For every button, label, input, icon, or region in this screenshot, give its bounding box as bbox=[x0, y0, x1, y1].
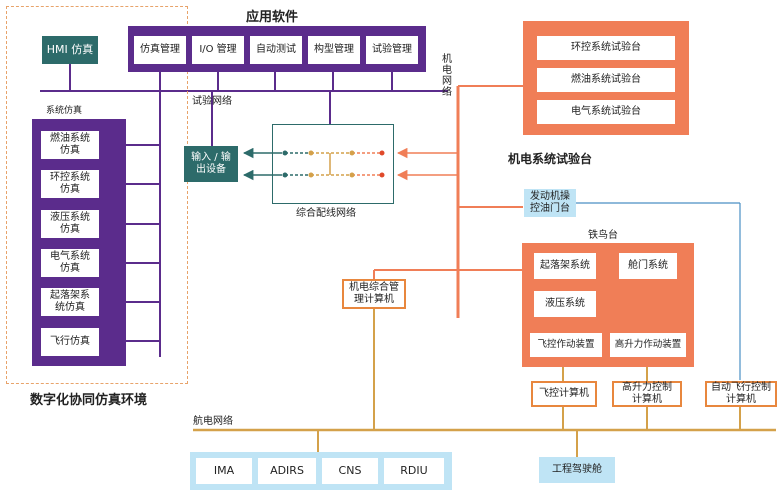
engineering-cockpit-box: 工程驾驶舱 bbox=[539, 457, 615, 483]
mech-rig-item-ecs: 环控系统试验台 bbox=[537, 36, 675, 60]
mech-rig-label: 机电系统试验台 bbox=[508, 152, 593, 166]
sim-group-frame bbox=[32, 119, 126, 366]
io-device-box: 输入 / 输 出设备 bbox=[184, 146, 238, 182]
iron-bird-item-door: 舱门系统 bbox=[619, 253, 677, 279]
iron-bird-label: 铁鸟台 bbox=[588, 230, 618, 241]
wiring-network-box bbox=[272, 124, 394, 204]
software-item-config-mgmt: 构型管理 bbox=[308, 36, 360, 64]
environment-label: 数字化协同仿真环境 bbox=[30, 393, 148, 408]
software-item-auto-test: 自动测试 bbox=[250, 36, 302, 64]
mech-computer-box: 机电综合管 理计算机 bbox=[342, 279, 406, 309]
test-network-label: 试验网络 bbox=[192, 96, 232, 107]
avionics-item-rdiu: RDIU bbox=[384, 458, 444, 484]
sim-item-flight: 飞行仿真 bbox=[41, 328, 99, 356]
iron-bird-item-highlift-actuator: 高升力作动装置 bbox=[610, 333, 686, 357]
iron-bird-item-landing-gear: 起落架系统 bbox=[534, 253, 596, 279]
avionics-item-ima: IMA bbox=[196, 458, 252, 484]
sim-item-electrical: 电气系统 仿真 bbox=[41, 249, 99, 277]
sim-group-label: 系统仿真 bbox=[46, 106, 83, 116]
sim-item-fuel: 燃油系统 仿真 bbox=[41, 131, 99, 159]
sim-environment-frame bbox=[6, 6, 188, 384]
avionics-network-label: 航电网络 bbox=[193, 416, 233, 427]
engine-control-box: 发动机操 控油门台 bbox=[524, 189, 576, 217]
hmi-sim-box: HMI 仿真 bbox=[42, 36, 98, 64]
avionics-item-adirs: ADIRS bbox=[258, 458, 316, 484]
software-title: 应用软件 bbox=[246, 10, 299, 25]
software-item-test-mgmt: 试验管理 bbox=[366, 36, 418, 64]
wiring-network-label: 综合配线网络 bbox=[296, 208, 356, 219]
mech-rig-item-fuel: 燃油系统试验台 bbox=[537, 68, 675, 92]
sim-item-hydraulic: 液压系统 仿真 bbox=[41, 210, 99, 238]
iron-bird-item-hydraulic: 液压系统 bbox=[534, 291, 596, 317]
mech-rig-item-electrical: 电气系统试验台 bbox=[537, 100, 675, 124]
electromech-network-label: 机 电 网 络 bbox=[442, 54, 452, 98]
sim-item-landing-gear: 起落架系 统仿真 bbox=[41, 288, 99, 316]
sim-item-ecs: 环控系统 仿真 bbox=[41, 170, 99, 198]
autoflight-computer: 自动飞行控制 计算机 bbox=[705, 381, 777, 407]
software-item-io-mgmt: I/O 管理 bbox=[192, 36, 244, 64]
avionics-item-cns: CNS bbox=[322, 458, 378, 484]
iron-bird-item-flight-actuator: 飞控作动装置 bbox=[530, 333, 602, 357]
software-item-sim-mgmt: 仿真管理 bbox=[134, 36, 186, 64]
flight-control-computer: 飞控计算机 bbox=[531, 381, 597, 407]
highlift-computer: 高升力控制 计算机 bbox=[612, 381, 682, 407]
